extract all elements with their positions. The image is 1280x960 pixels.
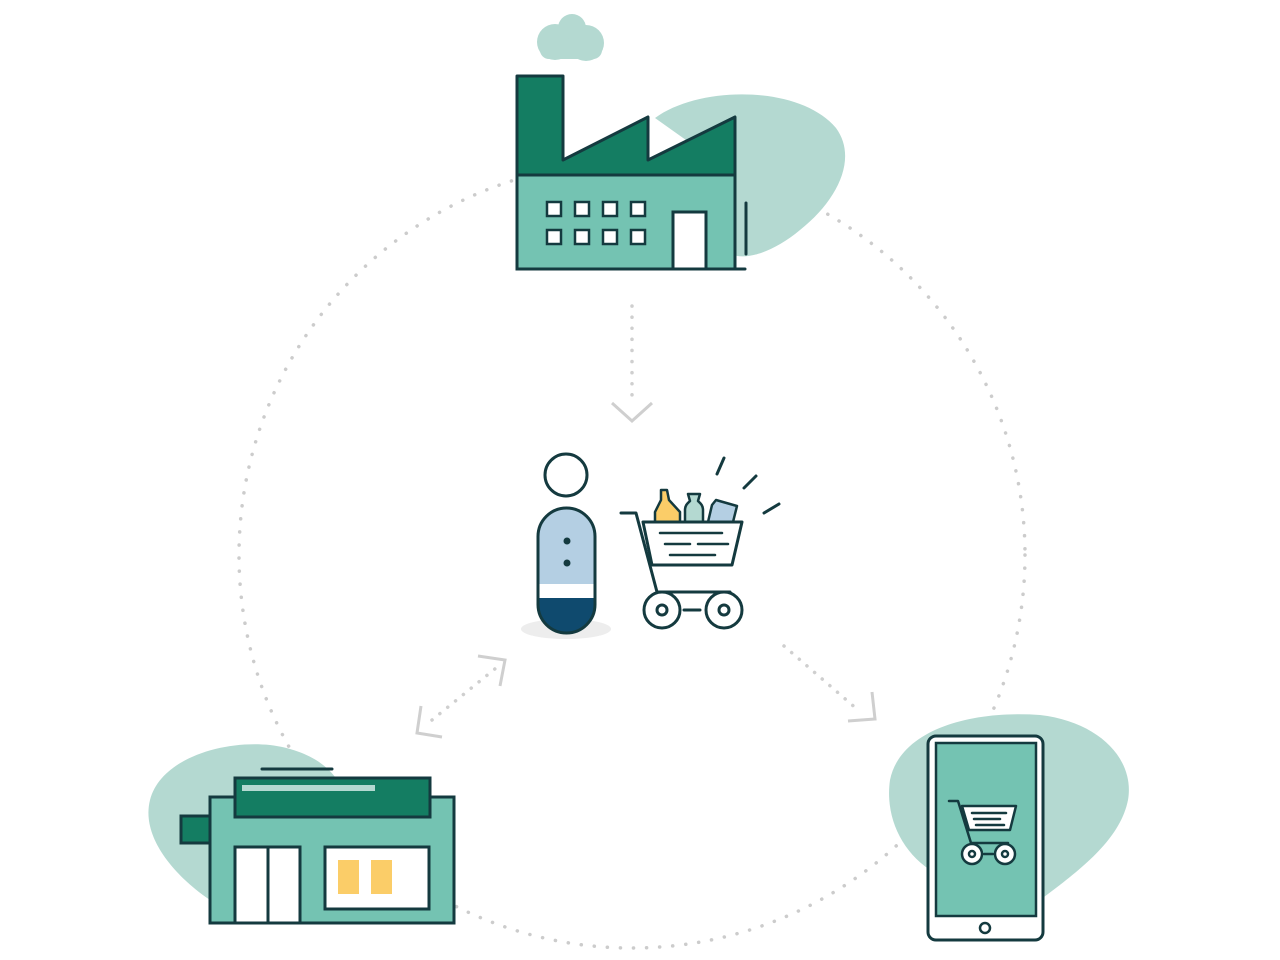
connector-shopper-to-phone xyxy=(782,644,877,723)
factory-icon xyxy=(515,14,846,271)
connector-factory-to-shopper xyxy=(610,304,654,424)
store-side-awning xyxy=(179,814,213,845)
cart-handle xyxy=(619,511,732,594)
shopping-cart-icon xyxy=(619,456,781,630)
arrowhead-up-right-icon xyxy=(477,654,507,687)
shopper-icon xyxy=(521,452,611,639)
factory-roof xyxy=(515,74,737,177)
factory-windows xyxy=(545,200,647,246)
shopper-head xyxy=(543,452,589,498)
groceries xyxy=(653,488,739,524)
cart-wheels xyxy=(642,590,744,630)
arrowhead-down-icon xyxy=(610,401,654,424)
shopper-body xyxy=(536,506,597,635)
arrowhead-down-right-icon xyxy=(847,691,877,723)
store-window-product xyxy=(371,860,392,894)
connector-store-shopper xyxy=(415,654,507,739)
factory-door xyxy=(671,210,708,271)
shopper-button xyxy=(563,559,571,567)
dotted-ring xyxy=(237,160,1027,950)
arrowhead-down-left-icon xyxy=(415,705,443,739)
shopper-button xyxy=(563,537,571,545)
jar-green-icon xyxy=(683,492,705,524)
store-icon xyxy=(148,744,456,925)
sparkle-lines xyxy=(715,456,781,515)
smoke-cloud-icon xyxy=(537,14,604,61)
phone-cart-icon xyxy=(947,799,1018,866)
jar-blue-icon xyxy=(706,498,739,524)
bottle-yellow-icon xyxy=(653,488,682,524)
store-sign-highlight xyxy=(242,785,375,791)
smartphone-icon xyxy=(889,714,1129,942)
phone-home-button xyxy=(978,921,992,935)
store-sign xyxy=(233,776,432,819)
store-window-product xyxy=(338,860,359,894)
cart-basket-lines xyxy=(658,531,730,557)
